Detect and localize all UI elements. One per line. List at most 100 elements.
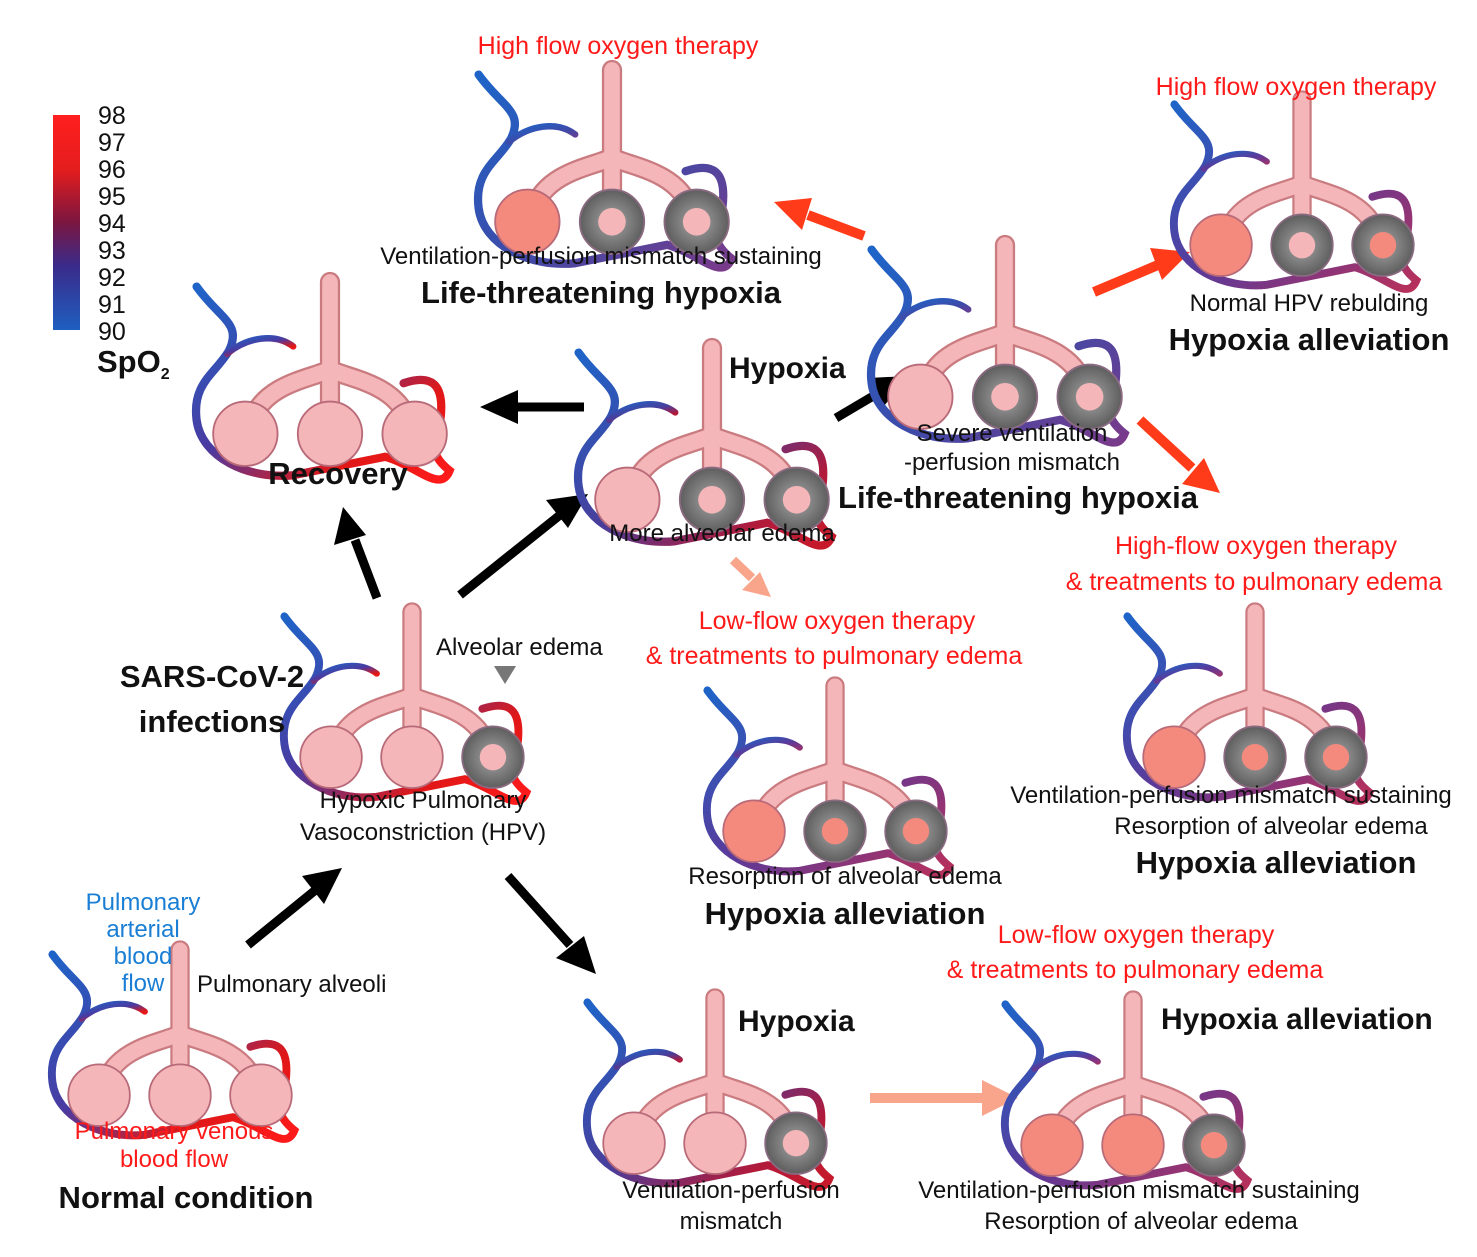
unit-bottom-mid <box>587 988 830 1187</box>
alveolus <box>594 466 661 533</box>
alveolus <box>148 1063 212 1127</box>
infection-title-line1: SARS-CoV-2 <box>119 659 305 694</box>
infection-title: SARS-CoV-2 infections <box>120 654 304 744</box>
severe-title: Life-threatening hypoxia <box>838 480 1198 515</box>
alveolar-edema-pointer <box>494 666 516 684</box>
pulmonary-alveoli-label: Pulmonary alveoli <box>197 971 387 998</box>
center-low-therapy-2: & treatments to pulmonary edema <box>645 642 1023 670</box>
bottom-right-label: Hypoxia alleviation <box>1161 1003 1433 1036</box>
scale-tick: 94 <box>98 210 126 238</box>
alveolus-core <box>821 818 849 845</box>
top-left-caption: Ventilation-perfusion mismatch sustainin… <box>380 243 822 270</box>
alveolus <box>1101 1113 1165 1177</box>
airway <box>1050 992 1216 1140</box>
alveolus-core <box>1241 744 1269 771</box>
venous-flow-label: Pulmonary venous blood flow <box>75 1118 274 1174</box>
right-middle-caption-2: Resorption of alveolar edema <box>1114 813 1428 840</box>
infection-caption-1: Hypoxic Pulmonary <box>319 787 527 814</box>
alveolus <box>380 725 444 789</box>
scale-tick: 97 <box>98 129 126 157</box>
unit-hypoxia <box>578 337 832 546</box>
arterial-flow-label: Pulmonary arterial blood flow <box>86 889 201 997</box>
spo2-label: SpO2 <box>97 344 170 384</box>
airway <box>525 62 699 216</box>
unit-infection <box>284 602 527 801</box>
top-left-therapy: High flow oxygen therapy <box>477 32 759 60</box>
center-low-title: Hypoxia alleviation <box>704 896 986 931</box>
alveolus-core <box>991 383 1019 411</box>
arrow-hypoxia-to-recovery <box>480 390 584 424</box>
top-right-caption: Normal HPV rebulding <box>1189 290 1429 317</box>
alveolus-core <box>698 486 726 514</box>
scale-tick: 95 <box>98 183 126 211</box>
scale-tick: 93 <box>98 237 126 265</box>
arterial-line-2: arterial <box>106 916 180 943</box>
unit-normal <box>52 940 295 1139</box>
infection-title-line2: infections <box>138 704 286 739</box>
venous-line-2: blood flow <box>119 1146 229 1173</box>
arterial-line-4: flow <box>121 970 165 997</box>
scale-tick: 98 <box>98 102 126 130</box>
alveolus <box>229 1063 293 1127</box>
venous-line-1: Pulmonary venous <box>74 1118 274 1145</box>
alveolus-core <box>598 208 626 236</box>
scale-tick: 96 <box>98 156 126 184</box>
center-low-caption: Resorption of alveolar edema <box>688 863 1002 890</box>
bottom-mid-label: Hypoxia <box>738 1005 855 1038</box>
unit-top-left <box>478 59 732 268</box>
alveolus <box>67 1063 131 1127</box>
airway <box>1219 92 1385 240</box>
airway <box>752 678 918 826</box>
alveolus <box>602 1111 666 1175</box>
alveolus-core <box>782 486 811 514</box>
alveolar-units <box>52 59 1417 1189</box>
right-middle-title: Hypoxia alleviation <box>1135 845 1417 880</box>
airway <box>329 604 495 752</box>
normal-title: Normal condition <box>58 1180 314 1215</box>
unit-recovery <box>196 271 450 480</box>
alveolus <box>381 400 448 467</box>
alveolus <box>722 799 786 863</box>
alveolus-core <box>1288 232 1316 259</box>
alveolus-core <box>1322 744 1350 771</box>
alveolus <box>1142 725 1206 789</box>
bottom-right-caption-2: Resorption of alveolar edema <box>984 1208 1298 1235</box>
alveolar-edema-label: Alveolar edema <box>436 634 603 661</box>
alveolus <box>683 1111 747 1175</box>
arrow-bottom-to-bottom-right <box>870 1080 1018 1116</box>
spo2-label-sub: 2 <box>160 366 170 384</box>
alveolus <box>296 400 364 467</box>
right-middle-therapy-2: & treatments to pulmonary edema <box>1065 568 1443 596</box>
bottom-right-therapy-2: & treatments to pulmonary edema <box>946 956 1324 984</box>
top-right-title: Hypoxia alleviation <box>1168 322 1450 357</box>
bottom-right-caption-1: Ventilation-perfusion mismatch sustainin… <box>918 1177 1360 1204</box>
top-right-therapy: High flow oxygen therapy <box>1155 73 1437 101</box>
airway <box>625 340 799 494</box>
arrow-severe-to-right-middle <box>1136 416 1220 493</box>
alveolus-core <box>1200 1132 1228 1159</box>
arrow-normal-to-infection <box>245 868 342 949</box>
alveolus <box>1189 213 1253 277</box>
alveolus <box>1020 1113 1084 1177</box>
severe-caption-1: Severe ventilation <box>916 420 1108 447</box>
spo2-label-main: SpO <box>97 344 161 379</box>
scale-tick: 92 <box>98 264 126 292</box>
infection-caption-2: Vasoconstriction (HPV) <box>299 819 547 846</box>
arrow-infection-to-hypoxia <box>457 494 588 599</box>
scale-tick: 91 <box>98 291 126 319</box>
right-middle-therapy-1: High-flow oxygen therapy <box>1114 532 1398 560</box>
alveolus <box>887 363 954 430</box>
airway <box>632 990 798 1138</box>
recovery-title: Recovery <box>268 456 408 491</box>
airway <box>243 274 417 428</box>
bottom-mid-caption-2: mismatch <box>679 1208 783 1235</box>
hypoxia-center-caption: More alveolar edema <box>609 520 835 547</box>
center-low-therapy-1: Low-flow oxygen therapy <box>698 607 976 635</box>
alveolus-core <box>782 1130 810 1157</box>
unit-severe <box>871 234 1125 443</box>
alveolus <box>494 188 561 255</box>
alveolus <box>299 725 363 789</box>
arterial-line-1: Pulmonary <box>85 889 201 916</box>
spo2-scale-bar <box>53 115 80 330</box>
